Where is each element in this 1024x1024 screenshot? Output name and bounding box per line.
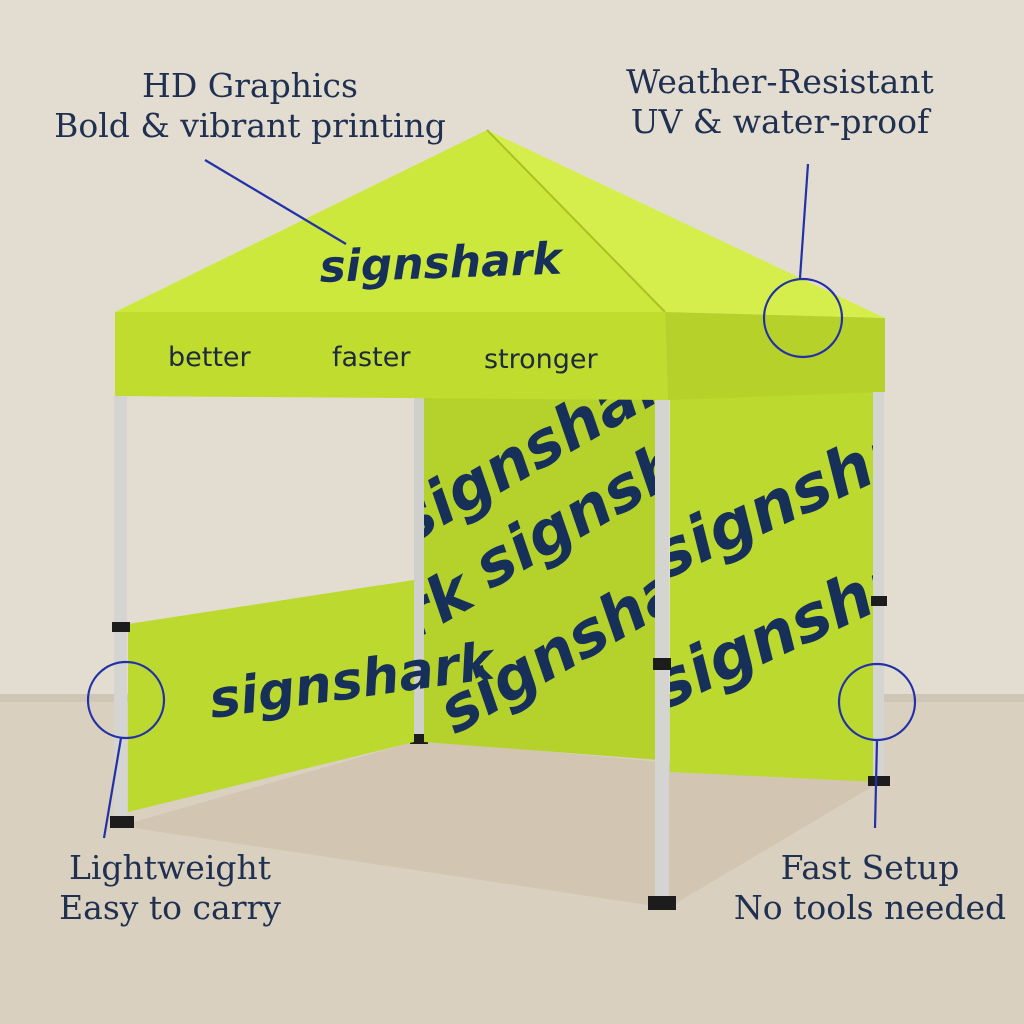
side-wall-panel <box>670 392 880 782</box>
callout-lightweight: Lightweight Easy to carry <box>40 848 300 929</box>
callout-title: Weather-Resistant <box>626 62 934 101</box>
callout-subtitle: Easy to carry <box>59 888 281 928</box>
callout-line-fast-setup <box>873 739 879 829</box>
half-wall-panel <box>128 580 414 812</box>
valance-word-faster: faster <box>332 342 411 373</box>
callout-line-weather <box>798 163 810 279</box>
callout-title: Fast Setup <box>780 848 960 887</box>
callout-subtitle: No tools needed <box>733 888 1007 928</box>
callout-subtitle: Bold & vibrant printing <box>54 106 446 146</box>
callout-line-hd <box>204 159 347 245</box>
callout-weather-resistant: Weather-Resistant UV & water-proof <box>590 62 970 143</box>
callout-title: HD Graphics <box>142 66 358 105</box>
canopy-roof-side <box>487 130 885 318</box>
callout-hd-graphics: HD Graphics Bold & vibrant printing <box>40 66 460 147</box>
valance-word-better: better <box>168 342 252 373</box>
canopy-roof-front <box>115 130 665 312</box>
valance-word-stronger: stronger <box>484 344 599 375</box>
tent-pole-front-left <box>114 396 127 818</box>
valance-front <box>115 312 668 400</box>
roof-brand: signshark <box>319 233 566 293</box>
tent-pole-back-right <box>873 392 884 780</box>
tent-pole-front-right <box>655 400 669 902</box>
callout-circle-icon <box>762 277 844 359</box>
callout-title: Lightweight <box>68 848 272 887</box>
callout-subtitle: UV & water-proof <box>630 102 930 142</box>
callout-circle-icon <box>86 660 166 740</box>
callout-line-lightweight <box>102 737 123 839</box>
tent-pole-back-left <box>414 390 424 740</box>
callout-fast-setup: Fast Setup No tools needed <box>720 848 1020 929</box>
back-wall-panel <box>424 398 660 760</box>
valance-side <box>665 312 885 400</box>
